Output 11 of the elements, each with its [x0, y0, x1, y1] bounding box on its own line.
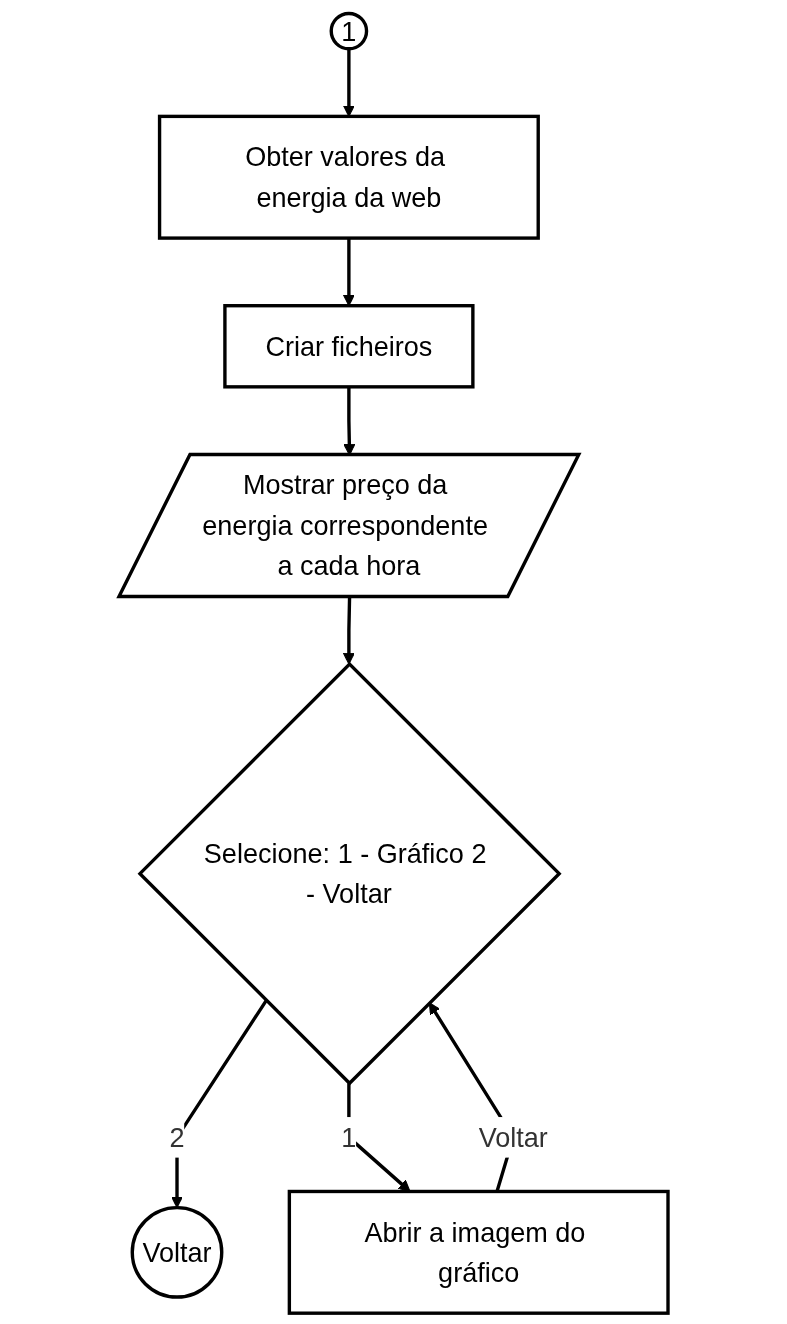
node-box: Obter valores da energia da web — [157, 114, 540, 240]
node-box: Criar ficheiros — [223, 304, 475, 389]
arrow — [342, 48, 355, 117]
edge-label: 1 — [341, 1122, 357, 1153]
arrow — [342, 597, 355, 665]
edge-label: 2 — [169, 1122, 185, 1153]
node-circle: 1 — [329, 11, 369, 51]
node-diamond: Selecione: 1 - Gráfico 2 - Voltar — [137, 661, 562, 1086]
node-box: Abrir a imagem do gráfico — [287, 1189, 670, 1315]
node-circle: Voltar — [130, 1205, 224, 1299]
edge-label: Voltar — [478, 1122, 548, 1153]
